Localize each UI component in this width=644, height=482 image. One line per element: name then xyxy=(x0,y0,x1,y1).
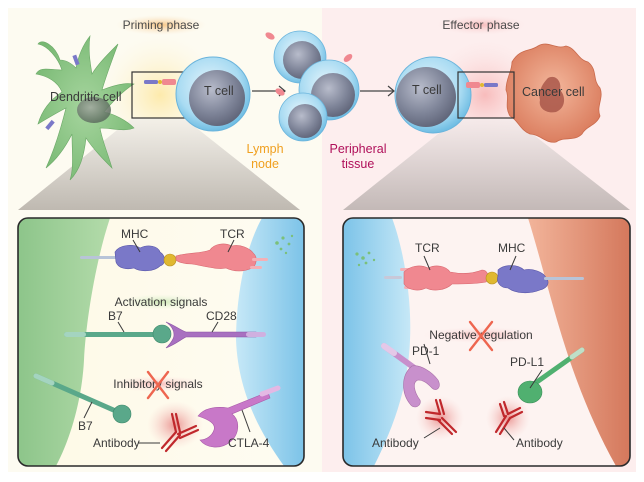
mhc-leader-line xyxy=(132,239,141,253)
priming-receptor-pair xyxy=(144,79,176,85)
antibody-label: Antibody xyxy=(93,436,140,450)
tcr-molecule xyxy=(175,243,257,272)
mhc-receptor-icon xyxy=(45,54,80,131)
b7-leader-line xyxy=(117,321,125,333)
effector-t-cell: T cell xyxy=(394,56,472,134)
antigen-peptide xyxy=(485,271,499,285)
antibody-leader-line-1 xyxy=(423,427,441,439)
tcr-label-r: TCR xyxy=(415,241,440,255)
ctla4-label: CTLA-4 xyxy=(228,436,270,450)
pd1-leader-line xyxy=(423,343,431,365)
activation-glow xyxy=(119,294,203,310)
effector-zoom-cone xyxy=(343,118,630,210)
arrow-to-effector xyxy=(360,85,395,97)
t-cell-membrane xyxy=(343,218,411,466)
cancer-cell-label: Cancer cell xyxy=(522,85,585,99)
mhc-tcr-complex xyxy=(80,243,268,272)
dendritic-nucleus xyxy=(77,97,111,123)
lymph-node-label-line2: node xyxy=(251,157,279,171)
pdl1-molecule xyxy=(517,347,585,404)
b7-stalk xyxy=(64,332,160,337)
mhc-label: MHC xyxy=(121,227,149,241)
tcr-receptor-icon xyxy=(265,32,353,96)
effector-t-cell-label: T cell xyxy=(412,83,442,97)
antibody-label-1: Antibody xyxy=(372,436,419,450)
ctla4-leader-line xyxy=(241,409,251,433)
activation-signals-label: Activation signals xyxy=(115,295,208,309)
ctla4-molecule xyxy=(197,385,281,448)
block-x-icon xyxy=(468,320,494,352)
antibody-leader-line-2 xyxy=(503,427,515,441)
effector-inset: TCR MHC Negative regulation PD-1 PD-L1 xyxy=(342,217,631,467)
block-x-icon xyxy=(146,370,170,400)
effector-inset-frame xyxy=(342,217,631,467)
effector-title-glow xyxy=(436,15,526,35)
tcr-leader-line-r xyxy=(423,255,431,271)
dendritic-cell-label: Dendritic cell xyxy=(50,90,122,104)
b7-2-label: B7 xyxy=(78,419,93,433)
cd28-leader-line xyxy=(211,321,219,333)
tcr-leader-line xyxy=(227,239,235,253)
priming-inset-frame xyxy=(17,217,305,467)
b7-2-leader-line xyxy=(83,401,93,419)
cd28-molecule xyxy=(165,321,257,349)
antibody-label-2: Antibody xyxy=(516,436,563,450)
tcr-mhc-complex xyxy=(384,265,584,294)
priming-zoom-cone xyxy=(18,118,300,210)
cytokine-dots xyxy=(355,251,376,267)
pdl1-label: PD-L1 xyxy=(510,355,544,369)
lymph-node-label-line1: Lymph xyxy=(246,142,283,156)
antibody-icon xyxy=(494,400,524,436)
dendritic-membrane xyxy=(18,218,110,466)
proliferating-t-cells xyxy=(265,30,360,142)
peripheral-tissue-label-line2: tissue xyxy=(342,157,375,171)
pd1-label: PD-1 xyxy=(412,344,440,358)
priming-phase-title: Priming phase xyxy=(123,18,200,32)
b7-head xyxy=(152,324,172,344)
mhc-molecule xyxy=(497,265,549,294)
priming-inset: MHC TCR Activation signals B7 CD28 Inhib… xyxy=(17,217,305,467)
mhc-stalk xyxy=(544,277,584,280)
effector-phase-title: Effector phase xyxy=(442,18,519,32)
mhc-leader-line-r xyxy=(509,255,517,271)
tcr-label: TCR xyxy=(220,227,245,241)
peripheral-tissue-label-line1: Peripheral xyxy=(330,142,387,156)
pd1-molecule xyxy=(381,343,440,408)
antibody-icon xyxy=(424,398,458,436)
mhc-label-r: MHC xyxy=(498,241,526,255)
mhc-stalk xyxy=(80,256,120,259)
priming-title-glow xyxy=(116,15,206,35)
b7-cd28-complex xyxy=(64,321,266,349)
b7-label: B7 xyxy=(108,309,123,323)
b7-unbound xyxy=(33,373,132,424)
antigen-peptide xyxy=(163,253,177,267)
dendritic-cell: Dendritic cell xyxy=(35,34,135,181)
mhc-molecule xyxy=(114,245,165,272)
effector-receptor-pair xyxy=(466,82,498,88)
effector-synapse-box xyxy=(457,71,515,119)
antibody-icon xyxy=(160,412,200,453)
cancer-cell: Cancer cell xyxy=(505,43,602,143)
priming-t-cell-label: T cell xyxy=(204,84,234,98)
cd28-label: CD28 xyxy=(206,309,237,323)
cytokine-dots xyxy=(275,234,294,255)
pdl1-leader-line xyxy=(529,369,543,389)
priming-t-cell: T cell xyxy=(175,56,251,132)
cancer-nucleus xyxy=(539,76,565,113)
